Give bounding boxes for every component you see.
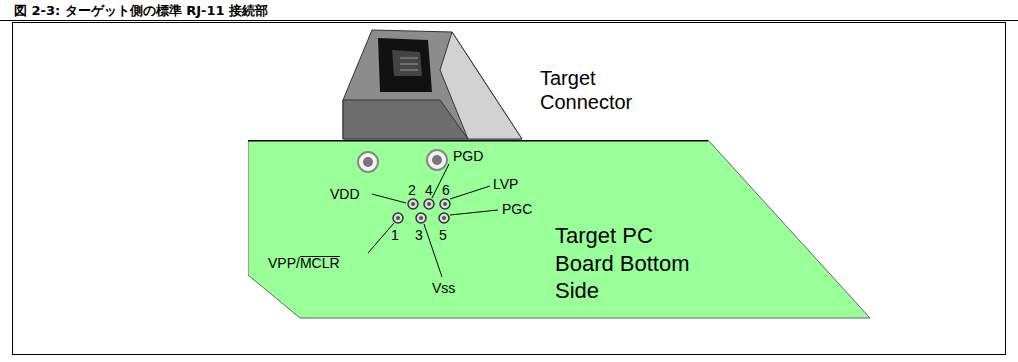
pin-number: 4: [425, 182, 433, 198]
pin-number: 6: [442, 182, 450, 198]
rj11-jack: [343, 30, 522, 139]
title-rule: [0, 20, 1018, 21]
signal-name: LVP: [493, 176, 518, 192]
pc-board: Target PC Board Bottom Side: [248, 140, 872, 320]
figure-title: 図 2-3: ターゲット側の標準 RJ-11 接続部: [14, 2, 268, 20]
signal-name: PGC: [502, 201, 532, 217]
figure-frame: [13, 23, 1006, 355]
signal-name: VDD: [330, 186, 360, 202]
pin-number: 5: [439, 227, 447, 243]
signal-name: VPP/MCLR: [268, 255, 340, 271]
jack-front-face: [343, 100, 468, 139]
part-name: Target Connector: [540, 66, 660, 114]
jack-contacts: [392, 50, 422, 76]
jack-opening: [378, 38, 432, 92]
board-label: Target PC Board Bottom Side: [555, 222, 690, 305]
active-low-overline: [300, 256, 340, 257]
pin-number: 3: [415, 227, 423, 243]
pin-number: 1: [391, 227, 399, 243]
pin-number: 2: [408, 182, 416, 198]
signal-name: Vss: [432, 280, 455, 296]
signal-name: PGD: [453, 148, 483, 164]
